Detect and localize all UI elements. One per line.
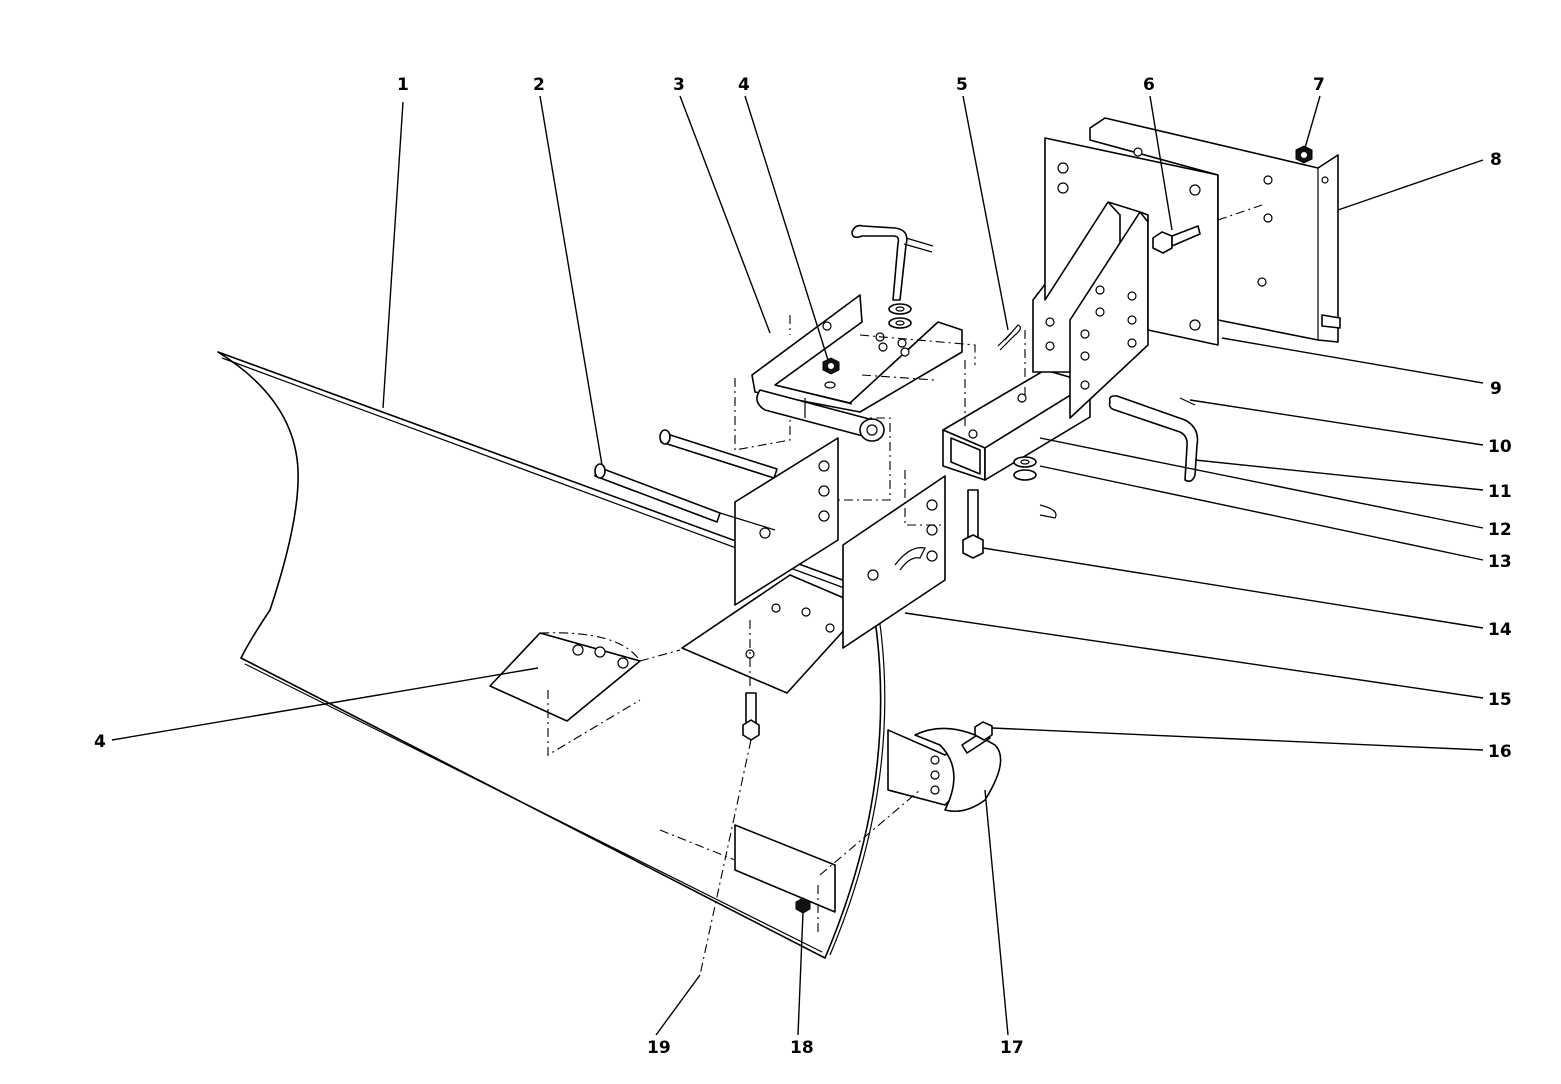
- callout-5: 5: [956, 75, 968, 95]
- callout-labels: 1 2 3 4 5 6 7 8 9 10 11 12 13 14 15 16 4…: [94, 75, 1512, 1058]
- lock-pin-right: [1108, 395, 1199, 482]
- skid-shoe: [887, 721, 1002, 813]
- callout-4-left: 4: [94, 732, 106, 752]
- callout-6: 6: [1143, 75, 1155, 95]
- nut: [822, 357, 840, 389]
- callout-9: 9: [1490, 379, 1502, 399]
- callout-3: 3: [673, 75, 685, 95]
- callout-7: 7: [1313, 75, 1325, 95]
- callout-1: 1: [397, 75, 409, 95]
- upper-channel-bracket: [751, 294, 976, 442]
- callout-4-top: 4: [738, 75, 750, 95]
- callout-12: 12: [1488, 520, 1512, 540]
- hairpin-clip: [997, 324, 1021, 351]
- callout-17: 17: [1000, 1038, 1024, 1058]
- bolt-6: [1152, 225, 1201, 254]
- callout-2: 2: [533, 75, 545, 95]
- skid-mount-block: [659, 789, 921, 935]
- angle-bracket: [1089, 117, 1341, 343]
- nut-7: [1295, 145, 1313, 164]
- callout-10: 10: [1488, 437, 1512, 457]
- pivot-base-plate: [681, 378, 946, 694]
- callout-11: 11: [1488, 482, 1512, 502]
- leader-lines: [111, 95, 1484, 1036]
- square-tube-frame: [942, 201, 1149, 481]
- callout-13: 13: [1488, 552, 1512, 572]
- callout-15: 15: [1488, 690, 1512, 710]
- pivot-pins: [594, 429, 778, 531]
- blade-mounting-plate: [489, 632, 681, 756]
- bolt-19: [742, 692, 760, 741]
- bolt-14: [962, 489, 984, 559]
- callout-18: 18: [790, 1038, 814, 1058]
- callout-16: 16: [1488, 742, 1512, 762]
- washers: [1013, 456, 1057, 519]
- lock-pin-upper: [851, 224, 934, 329]
- callout-8: 8: [1490, 150, 1502, 170]
- callout-19: 19: [647, 1038, 671, 1058]
- callout-14: 14: [1488, 620, 1512, 640]
